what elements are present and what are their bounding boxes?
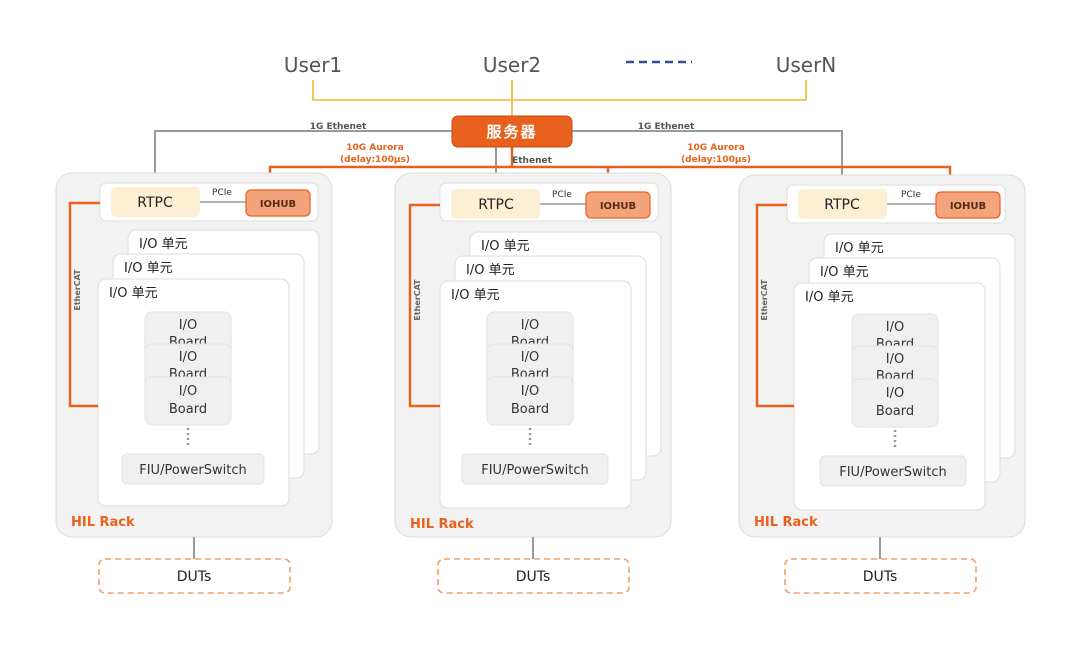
fiu-label: FIU/PowerSwitch [481, 463, 589, 478]
users-row: User1 User2 UserN [284, 53, 836, 77]
right-1g-label: 1G Ethenet [638, 122, 695, 132]
ethercat-line [68, 201, 100, 408]
rtpc-label: RTPC [478, 197, 514, 213]
io-unit-label: I/O 单元 [124, 261, 173, 276]
user-bus [312, 80, 807, 118]
pcie-label: PCIe [901, 190, 921, 200]
user2-label: User2 [483, 53, 541, 77]
io-board-label-2: Board [876, 404, 914, 419]
aurora-left-label-1: 10G Aurora [346, 143, 404, 153]
pcie-label: PCIe [552, 190, 572, 200]
rack-title: HIL Rack [71, 515, 135, 530]
io-unit-label: I/O 单元 [466, 263, 515, 278]
io-board-label-1: I/O [886, 352, 904, 367]
aurora-right-label-2: (delay:100μs) [681, 155, 751, 165]
io-board-label-1: I/O [521, 350, 539, 365]
usern-label: UserN [776, 53, 837, 77]
io-unit-label: I/O 单元 [805, 290, 854, 305]
duts-label: DUTs [516, 569, 551, 585]
io-board-label-1: I/O [886, 386, 904, 401]
rack-title: HIL Rack [754, 515, 818, 530]
ethercat-line [755, 203, 794, 408]
aurora-right-label-1: 10G Aurora [687, 143, 745, 153]
server-label: 服务器 [486, 123, 537, 141]
io-board-label-1: I/O [179, 318, 197, 333]
hil-rack-1: RTPC PCIe IOHUB I/O 单元 I/O 单元 I/O 单元 I/O… [55, 172, 333, 594]
ethercat-label: EtherCAT [760, 279, 769, 321]
io-board-label-1: I/O [886, 320, 904, 335]
io-board-label-2: Board [169, 402, 207, 417]
iohub-label: IOHUB [600, 201, 636, 212]
iohub-label: IOHUB [950, 201, 986, 212]
io-unit-label: I/O 单元 [451, 288, 500, 303]
user1-label: User1 [284, 53, 342, 77]
io-unit-label: I/O 单元 [139, 237, 188, 252]
ethercat-label: EtherCAT [73, 269, 82, 311]
left-1g-label: 1G Ethenet [310, 122, 367, 132]
io-unit-label: I/O 单元 [835, 241, 884, 256]
rtpc-label: RTPC [824, 197, 860, 213]
hil-rack-3: RTPC PCIe IOHUB I/O 单元 I/O 单元 I/O 单元 I/O… [738, 174, 1026, 594]
ethernet-right-line [572, 130, 843, 190]
io-unit-label: I/O 单元 [820, 265, 869, 280]
pcie-label: PCIe [212, 188, 232, 198]
io-unit-label: I/O 单元 [109, 286, 158, 301]
io-board-label-1: I/O [179, 384, 197, 399]
io-unit-label: I/O 单元 [481, 239, 530, 254]
fiu-label: FIU/PowerSwitch [839, 465, 947, 480]
center-ethenet-label: Ethenet [512, 156, 552, 166]
ethernet-left-line [154, 130, 452, 190]
server-node: 服务器 [451, 115, 573, 148]
duts-label: DUTs [863, 569, 898, 585]
io-board-label-2: Board [511, 402, 549, 417]
io-board-label-1: I/O [521, 384, 539, 399]
rack-title: HIL Rack [410, 517, 474, 532]
aurora-left-label-2: (delay:100μs) [340, 155, 410, 165]
ethercat-line [408, 203, 440, 408]
io-board-label-1: I/O [521, 318, 539, 333]
ethercat-label: EtherCAT [413, 279, 422, 321]
duts-label: DUTs [177, 569, 212, 585]
rtpc-label: RTPC [137, 195, 173, 211]
fiu-label: FIU/PowerSwitch [139, 463, 247, 478]
io-board-label-1: I/O [179, 350, 197, 365]
iohub-label: IOHUB [260, 199, 296, 210]
hil-rack-2: RTPC PCIe IOHUB I/O 单元 I/O 单元 I/O 单元 I/O… [394, 172, 672, 594]
